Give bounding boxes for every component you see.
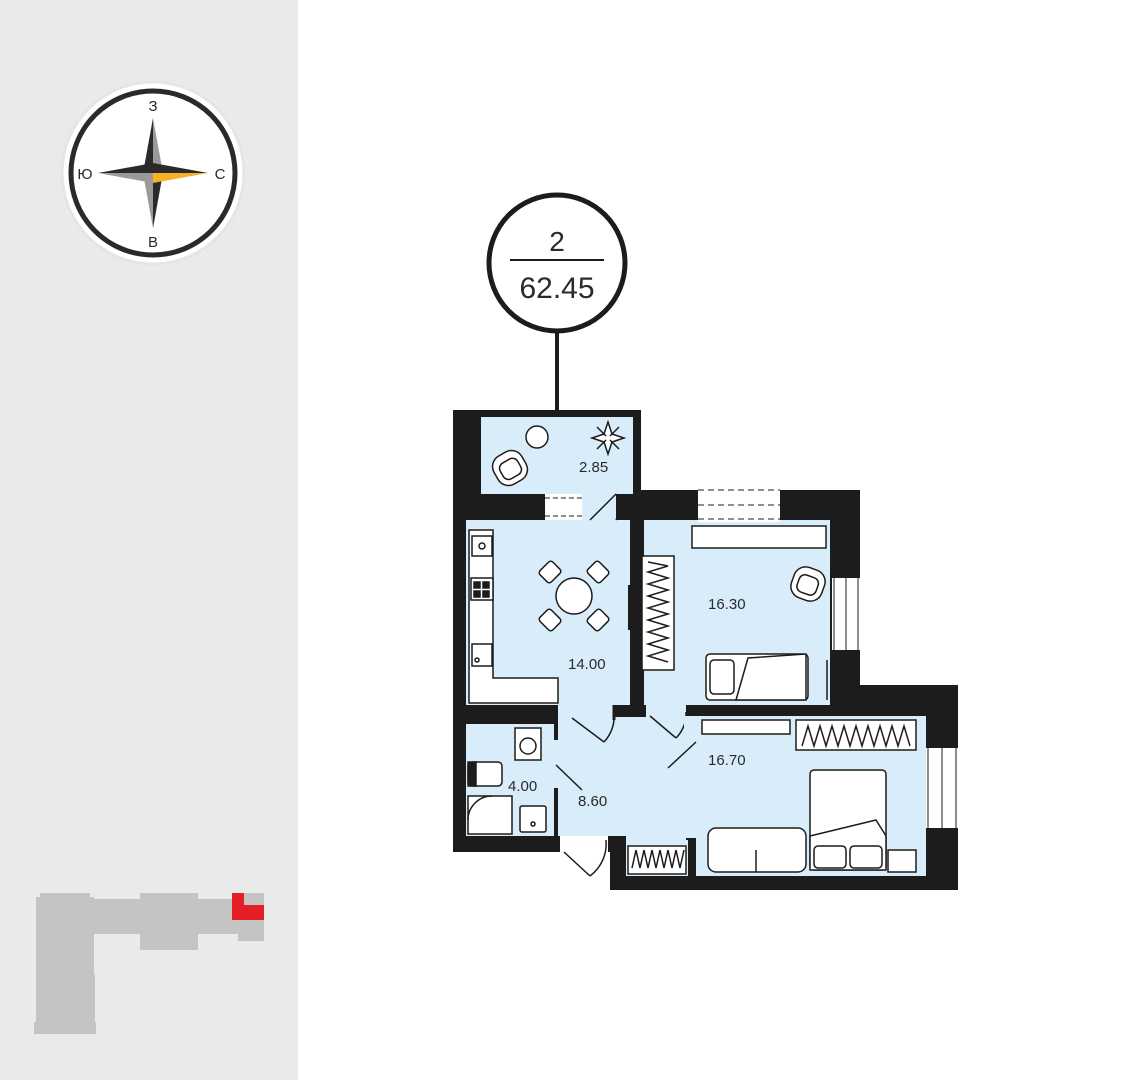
total-area: 62.45 [519, 272, 594, 305]
balcony-furniture [491, 419, 627, 487]
bedroom-1-area: 16.30 [708, 596, 746, 613]
kitchen-furniture [468, 529, 610, 704]
windows [545, 488, 960, 828]
hallway-area: 8.60 [578, 793, 607, 810]
building-minimap [34, 893, 264, 1034]
hallway-wardrobe [627, 845, 687, 875]
rooms-count: 2 [549, 226, 565, 257]
area-labels: 2.85 14.00 16.30 16.70 4.00 8.60 [508, 459, 746, 810]
doors [545, 493, 828, 877]
bedroom-2-area: 16.70 [708, 752, 746, 769]
kitchen-area: 14.00 [568, 656, 606, 673]
current-section-marker [232, 893, 264, 920]
compass-north-label: З [148, 98, 157, 115]
compass-accent-needle [153, 173, 208, 183]
floor-plan: 2.85 14.00 16.30 16.70 4.00 8.60 [453, 410, 960, 890]
bathroom-area: 4.00 [508, 778, 537, 795]
compass-rose: З В Ю С [60, 80, 246, 266]
compass-south-label: В [148, 234, 158, 251]
compass-east-label: С [215, 166, 226, 183]
bedroom-2-furniture [701, 719, 917, 873]
balcony-area: 2.85 [579, 459, 608, 476]
compass-west-label: Ю [77, 166, 92, 183]
apartment-badge: 2 62.45 [486, 192, 628, 459]
furniture [467, 419, 917, 875]
bedroom-1-furniture [641, 525, 827, 701]
bathroom-furniture [467, 727, 547, 835]
